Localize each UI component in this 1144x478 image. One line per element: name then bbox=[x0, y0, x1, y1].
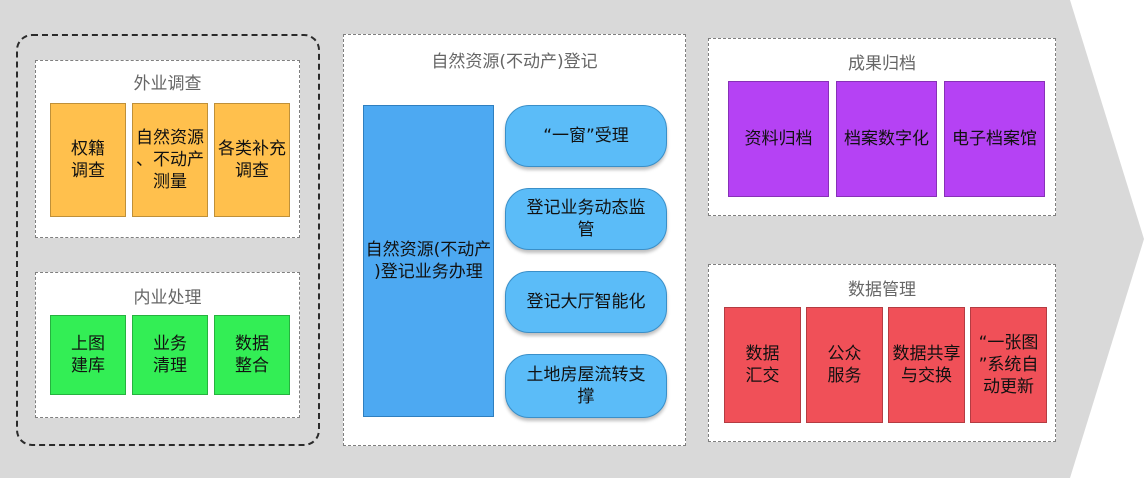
registration-title: 自然资源(不动产)登记 bbox=[431, 52, 598, 72]
office-processing-item: 数据 整合 bbox=[214, 315, 290, 395]
registration-item: 登记业务动态监 管 bbox=[505, 188, 667, 250]
archive-title: 成果归档 bbox=[848, 54, 916, 74]
archive-item: 资料归档 bbox=[728, 81, 829, 197]
data-management-item: 数据共享 与交换 bbox=[888, 307, 965, 423]
data-management-item: 公众 服务 bbox=[806, 307, 883, 423]
office-processing-panel: 内业处理 上图 建库 业务 清理 数据 整合 bbox=[35, 272, 300, 418]
field-survey-item: 权籍 调查 bbox=[50, 103, 126, 217]
office-processing-item: 业务 清理 bbox=[132, 315, 208, 395]
field-survey-title: 外业调查 bbox=[133, 74, 202, 94]
field-survey-panel: 外业调查 权籍 调查 自然资源 、不动产 测量 各类补充 调查 bbox=[35, 60, 300, 238]
archive-item: 档案数字化 bbox=[836, 81, 937, 197]
registration-main-box: 自然资源(不动产 )登记业务办理 bbox=[363, 105, 494, 417]
registration-item: 登记大厅智能化 bbox=[505, 271, 667, 333]
office-processing-item: 上图 建库 bbox=[50, 315, 126, 395]
field-survey-item: 各类补充 调查 bbox=[214, 103, 290, 217]
registration-panel: 自然资源(不动产)登记 自然资源(不动产 )登记业务办理 “一窗”受理 登记业务… bbox=[343, 34, 686, 446]
data-management-item: “一张图 ”系统自 动更新 bbox=[970, 307, 1047, 423]
office-processing-title: 内业处理 bbox=[133, 288, 202, 308]
data-management-panel: 数据管理 数据 汇交 公众 服务 数据共享 与交换 “一张图 ”系统自 动更新 bbox=[708, 264, 1056, 442]
data-management-item: 数据 汇交 bbox=[724, 307, 801, 423]
data-management-title: 数据管理 bbox=[848, 280, 916, 300]
registration-item: “一窗”受理 bbox=[505, 105, 667, 167]
registration-item: 土地房屋流转支 撑 bbox=[505, 354, 667, 418]
archive-item: 电子档案馆 bbox=[944, 81, 1045, 197]
archive-panel: 成果归档 资料归档 档案数字化 电子档案馆 bbox=[708, 38, 1056, 216]
field-survey-item: 自然资源 、不动产 测量 bbox=[132, 103, 208, 217]
